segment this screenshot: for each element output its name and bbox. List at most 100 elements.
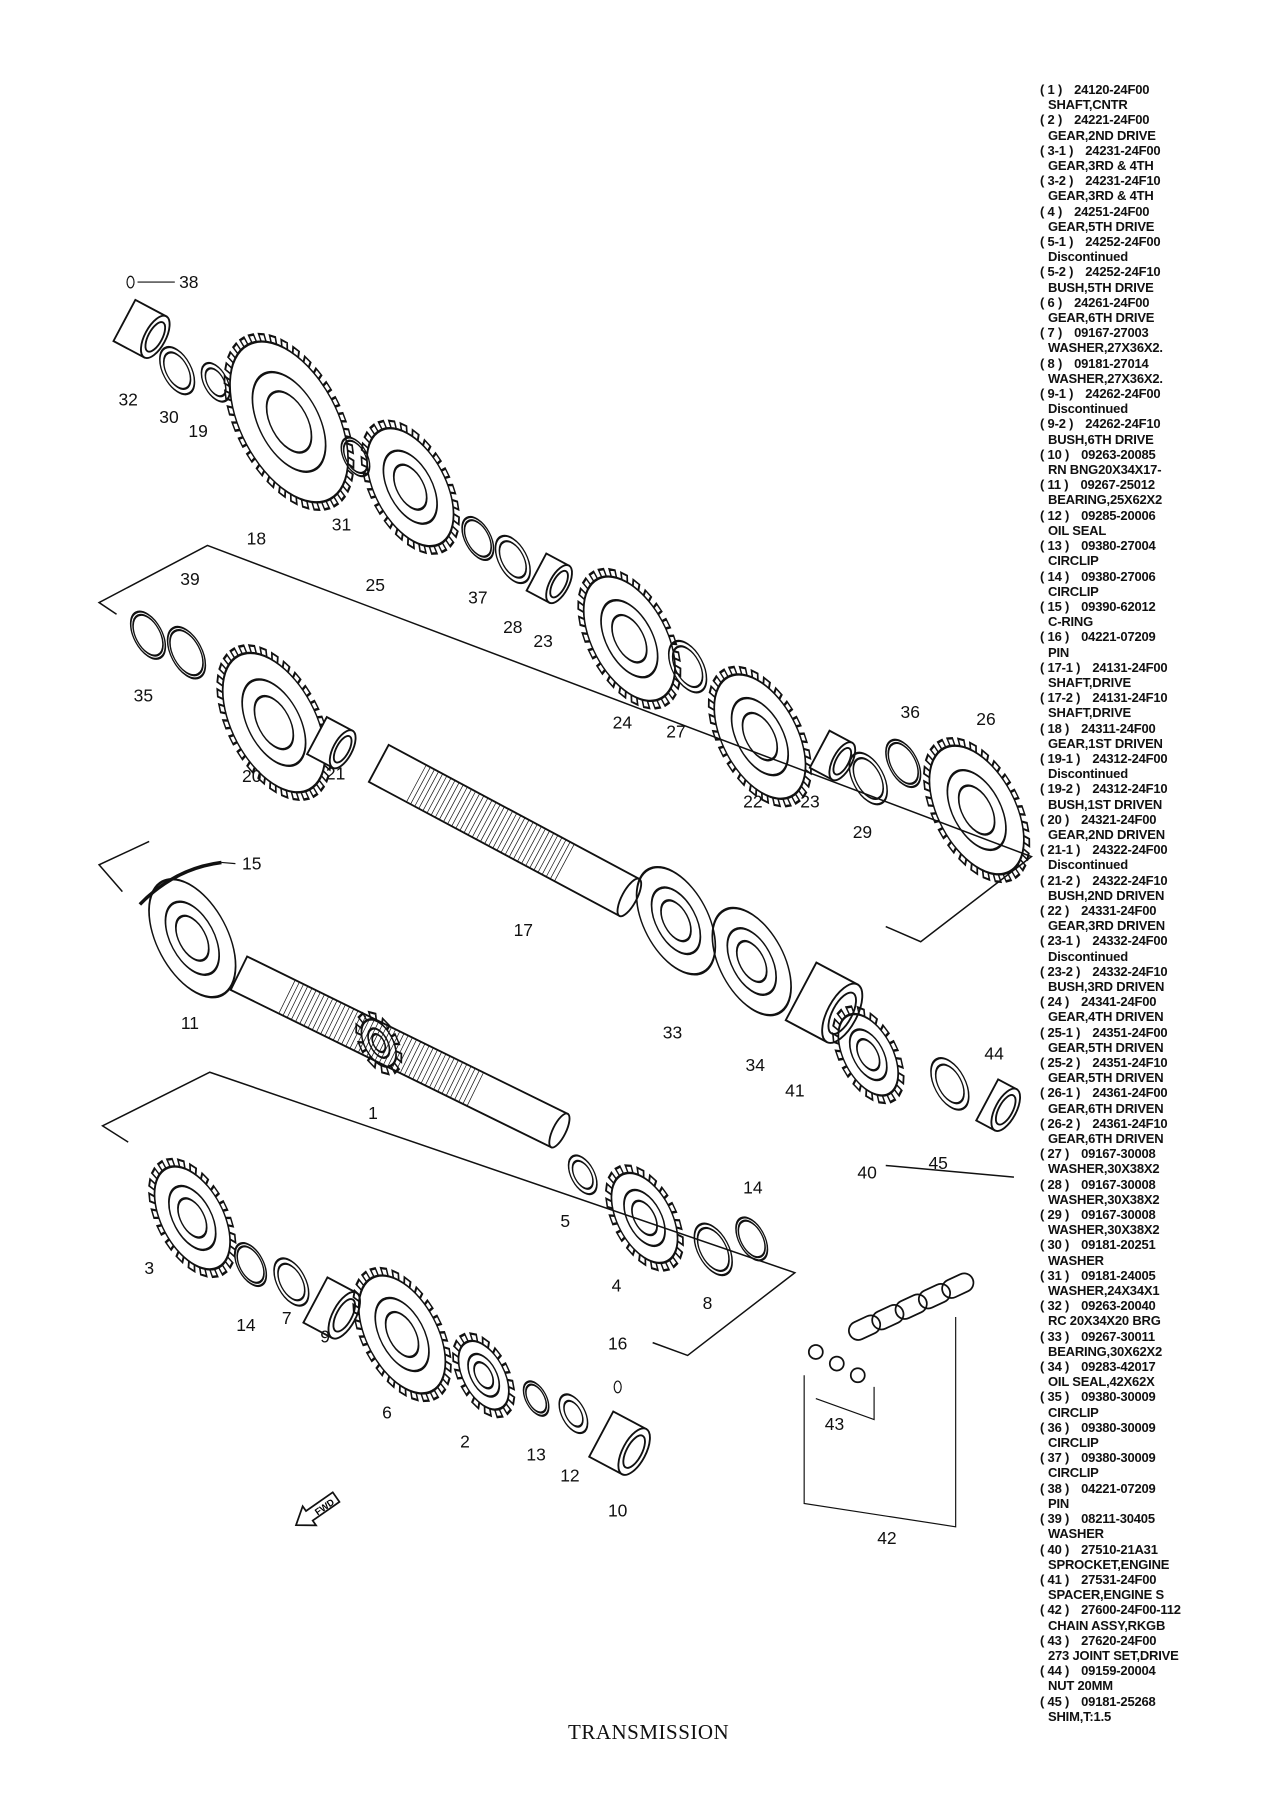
part-description: WASHER,30X38X2	[1048, 1222, 1160, 1238]
washer-28	[494, 534, 531, 585]
part-number: 27531-24F00	[1081, 1571, 1157, 1587]
joint-pin	[849, 1367, 866, 1384]
part-description: GEAR,6TH DRIVEN	[1048, 1131, 1164, 1147]
part-description: CIRCLIP	[1048, 1404, 1099, 1420]
part-ref: ( 5-1 )	[1040, 234, 1074, 250]
part-ref: ( 11 )	[1040, 477, 1069, 493]
part-number: 09380-30009	[1081, 1419, 1156, 1435]
part-ref: ( 34 )	[1040, 1359, 1070, 1375]
part-description: OIL SEAL,42X62X	[1048, 1374, 1155, 1390]
part-ref: ( 45 )	[1040, 1693, 1070, 1709]
callout-number: 36	[901, 702, 920, 722]
part-description: CIRCLIP	[1048, 1435, 1099, 1451]
part-description: BEARING,30X62X2	[1048, 1343, 1163, 1359]
part-description: GEAR,5TH DRIVE	[1048, 218, 1155, 234]
part-number: 24312-24F10	[1092, 781, 1168, 797]
part-description: SHAFT,DRIVE	[1048, 705, 1132, 721]
part-ref: ( 33 )	[1040, 1328, 1070, 1344]
spacer-41	[784, 961, 864, 1044]
part-ref: ( 23-1 )	[1040, 933, 1081, 949]
part-description: WASHER,30X38X2	[1048, 1191, 1160, 1207]
circlip-13	[522, 1380, 550, 1417]
callout-number: 25	[366, 575, 385, 595]
part-number: 24131-24F10	[1092, 690, 1168, 706]
bearing-32	[112, 298, 171, 359]
part-description: GEAR,6TH DRIVE	[1048, 310, 1155, 326]
part-number: 09159-20004	[1081, 1663, 1156, 1679]
part-number: 24312-24F00	[1092, 750, 1168, 766]
callout-number: 23	[533, 631, 552, 651]
part-number: 04221-07209	[1081, 1480, 1156, 1496]
part-ref: ( 10 )	[1040, 446, 1070, 462]
callout-number: 8	[703, 1293, 713, 1313]
part-ref: ( 19-1 )	[1040, 750, 1081, 766]
part-number: 04221-07209	[1081, 629, 1156, 645]
driven-shaft-frame	[97, 544, 1033, 943]
callout-number: 19	[188, 421, 207, 441]
bearing-33	[635, 865, 717, 976]
part-ref: ( 6 )	[1040, 294, 1063, 310]
washer-39	[166, 625, 207, 680]
leader-lines	[137, 281, 957, 1528]
callout-number: 4	[612, 1275, 622, 1295]
part-number: 24361-24F00	[1092, 1085, 1168, 1101]
callout-number: 10	[608, 1500, 628, 1520]
part-ref: ( 30 )	[1040, 1237, 1070, 1253]
part-description: WASHER,24X34X1	[1048, 1283, 1160, 1299]
gear-3rd-4th-drive-3	[148, 1157, 237, 1279]
callout-number: 27	[666, 722, 685, 742]
part-ref: ( 20 )	[1040, 811, 1070, 827]
part-number: 09167-27003	[1074, 325, 1149, 341]
part-description: GEAR,6TH DRIVEN	[1048, 1100, 1164, 1116]
part-description: CIRCLIP	[1048, 583, 1099, 599]
part-description: GEAR,5TH DRIVEN	[1048, 1039, 1164, 1055]
callout-number: 28	[503, 617, 522, 637]
joint-pin	[828, 1355, 845, 1372]
sprocket-40	[831, 1005, 905, 1105]
part-description: GEAR,2ND DRIVE	[1048, 127, 1156, 143]
callout-number: 18	[247, 528, 266, 548]
part-number: 08211-30405	[1081, 1511, 1155, 1527]
part-number: 09390-62012	[1081, 598, 1156, 614]
part-description: GEAR,4TH DRIVEN	[1048, 1009, 1164, 1025]
part-ref: ( 13 )	[1040, 538, 1070, 554]
part-description: PIN	[1048, 644, 1070, 660]
callout-number: 21	[326, 764, 345, 784]
part-ref: ( 25-1 )	[1040, 1024, 1081, 1040]
part-number: 24332-24F10	[1092, 963, 1168, 979]
circlip-14b	[234, 1242, 268, 1288]
part-number: 09267-30011	[1081, 1328, 1155, 1344]
part-description: GEAR,3RD & 4TH	[1048, 158, 1154, 174]
pin-16	[613, 1380, 622, 1394]
gear-5th-drive-4	[604, 1164, 684, 1272]
part-number: 27510-21A31	[1081, 1541, 1158, 1557]
part-description: WASHER,30X38X2	[1048, 1161, 1160, 1177]
part-number: 24221-24F00	[1074, 112, 1150, 128]
part-ref: ( 37 )	[1040, 1450, 1070, 1466]
part-number: 09285-20006	[1081, 507, 1156, 523]
callout-number: 24	[613, 712, 633, 732]
part-description: NUT 20MM	[1048, 1678, 1113, 1694]
washer-31	[340, 436, 371, 478]
chain-link	[917, 1283, 952, 1310]
callout-number: 11	[181, 1013, 199, 1033]
part-number: 27600-24F00-112	[1081, 1602, 1181, 1618]
counter-shaft-frame	[101, 1071, 797, 1357]
part-description: PIN	[1048, 1495, 1070, 1511]
